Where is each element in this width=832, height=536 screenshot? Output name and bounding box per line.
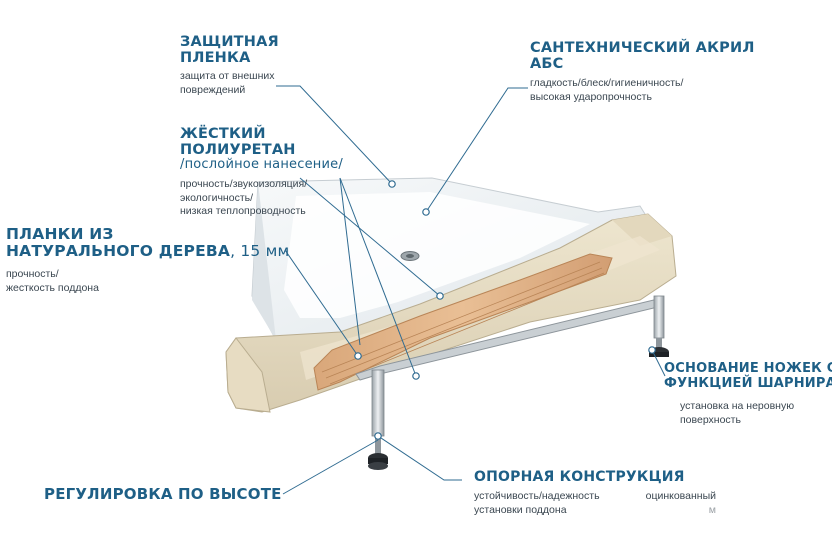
wood-title-line1: ПЛАНКИ ИЗ: [6, 225, 114, 243]
wood-desc-line2: жесткость поддона: [6, 281, 99, 294]
leader-height: [282, 439, 379, 495]
wood-desc-line1: прочность/: [6, 268, 59, 280]
leader-frame: [377, 435, 462, 481]
leader-acrylic: [425, 87, 528, 213]
wood-title-suffix: , 15 мм: [230, 242, 290, 261]
leader-pu-1: [339, 177, 361, 346]
leader-leg-base: [651, 349, 666, 377]
pu-desc-line3: низкая теплопроводность: [180, 205, 306, 218]
acrylic-title-line1: САНТЕХНИЧЕСКИЙ АКРИЛ: [530, 40, 755, 56]
leg-base-title: ОСНОВАНИЕ НОЖЕК С ФУНКЦИЕЙ ШАРНИРА: [664, 361, 832, 391]
acrylic-title: САНТЕХНИЧЕСКИЙ АКРИЛ АБС: [530, 40, 755, 72]
wood-title-main: НАТУРАЛЬНОГО ДЕРЕВА: [6, 242, 231, 261]
leg-base-desc-line2: поверхность: [680, 413, 741, 426]
pu-title-line3: /послойное нанесение/: [180, 157, 343, 173]
acrylic-desc-line1: гладкость/блеск/гигиеничность/: [530, 77, 684, 89]
leg-base-desc-line1: установка на неровную: [680, 400, 795, 412]
leader-pu-2: [339, 177, 417, 377]
film-title-line1: ЗАЩИТНАЯ: [180, 34, 279, 50]
leg-base-title-line1: ОСНОВАНИЕ НОЖЕК С: [664, 361, 832, 376]
frame-desc-line2: установки поддона: [474, 503, 567, 516]
marker-dots: [354, 180, 656, 440]
dot-leg-base: [648, 346, 656, 354]
pu-title: ЖЁСТКИЙ ПОЛИУРЕТАН /послойное нанесение/: [180, 126, 343, 173]
acrylic-title-line2: АБС: [530, 56, 564, 73]
height-adjust-title: РЕГУЛИРОВКА ПО ВЫСОТЕ: [44, 485, 282, 503]
drain: [400, 251, 420, 261]
frame-desc-right: оцинкованный м: [640, 490, 716, 517]
pu-desc-line2: экологичность/: [180, 191, 254, 204]
dot-frame: [374, 432, 382, 440]
pu-desc: прочность/звукоизоляция/ экологичность/ …: [180, 178, 307, 219]
film-title-line2: ПЛЕНКА: [180, 50, 251, 67]
leg-front: [368, 434, 388, 470]
acrylic-surface: [251, 177, 651, 341]
frame-desc-line1: устойчивость/надежность: [474, 490, 600, 502]
leg-base-title-line2: ФУНКЦИЕЙ ШАРНИРА: [664, 375, 832, 391]
leader-film: [276, 85, 393, 185]
wood-title: ПЛАНКИ ИЗ НАТУРАЛЬНОГО ДЕРЕВА, 15 мм: [6, 225, 289, 261]
pu-desc-line1: прочность/звукоизоляция/: [180, 178, 308, 190]
wood-title-line2: НАТУРАЛЬНОГО ДЕРЕВА, 15 мм: [6, 243, 289, 260]
acrylic-desc-line2: высокая ударопрочность: [530, 90, 652, 103]
pu-title-line1: ЖЁСТКИЙ: [180, 126, 266, 142]
dot-acrylic: [422, 208, 430, 216]
film-desc: защита от внешних повреждений: [180, 70, 275, 97]
dot-pu: [436, 292, 444, 300]
leader-wood: [284, 249, 359, 357]
frame-title: ОПОРНАЯ КОНСТРУКЦИЯ: [474, 469, 685, 485]
dot-film: [388, 180, 396, 188]
wood-planks: [313, 253, 613, 391]
wood-desc: прочность/ жесткость поддона: [6, 268, 99, 295]
leader-lines: [276, 85, 666, 495]
leg-base-desc: установка на неровную поверхность: [680, 400, 794, 427]
frame-desc-right-line1: оцинкованный: [645, 490, 716, 502]
film-desc-line2: повреждений: [180, 83, 246, 96]
film-desc-line1: защита от внешних: [180, 70, 275, 82]
dot-wood: [354, 352, 362, 360]
dot-pu-2: [412, 372, 420, 380]
frame-desc-right-line2: м: [708, 503, 716, 516]
leader-pu-3: [299, 177, 441, 297]
frame-desc: устойчивость/надежность установки поддон…: [474, 490, 600, 517]
support-frame: [355, 295, 665, 437]
acrylic-desc: гладкость/блеск/гигиеничность/ высокая у…: [530, 77, 683, 104]
pu-title-line2: ПОЛИУРЕТАН: [180, 142, 296, 159]
film-title: ЗАЩИТНАЯ ПЛЕНКА: [180, 34, 279, 66]
